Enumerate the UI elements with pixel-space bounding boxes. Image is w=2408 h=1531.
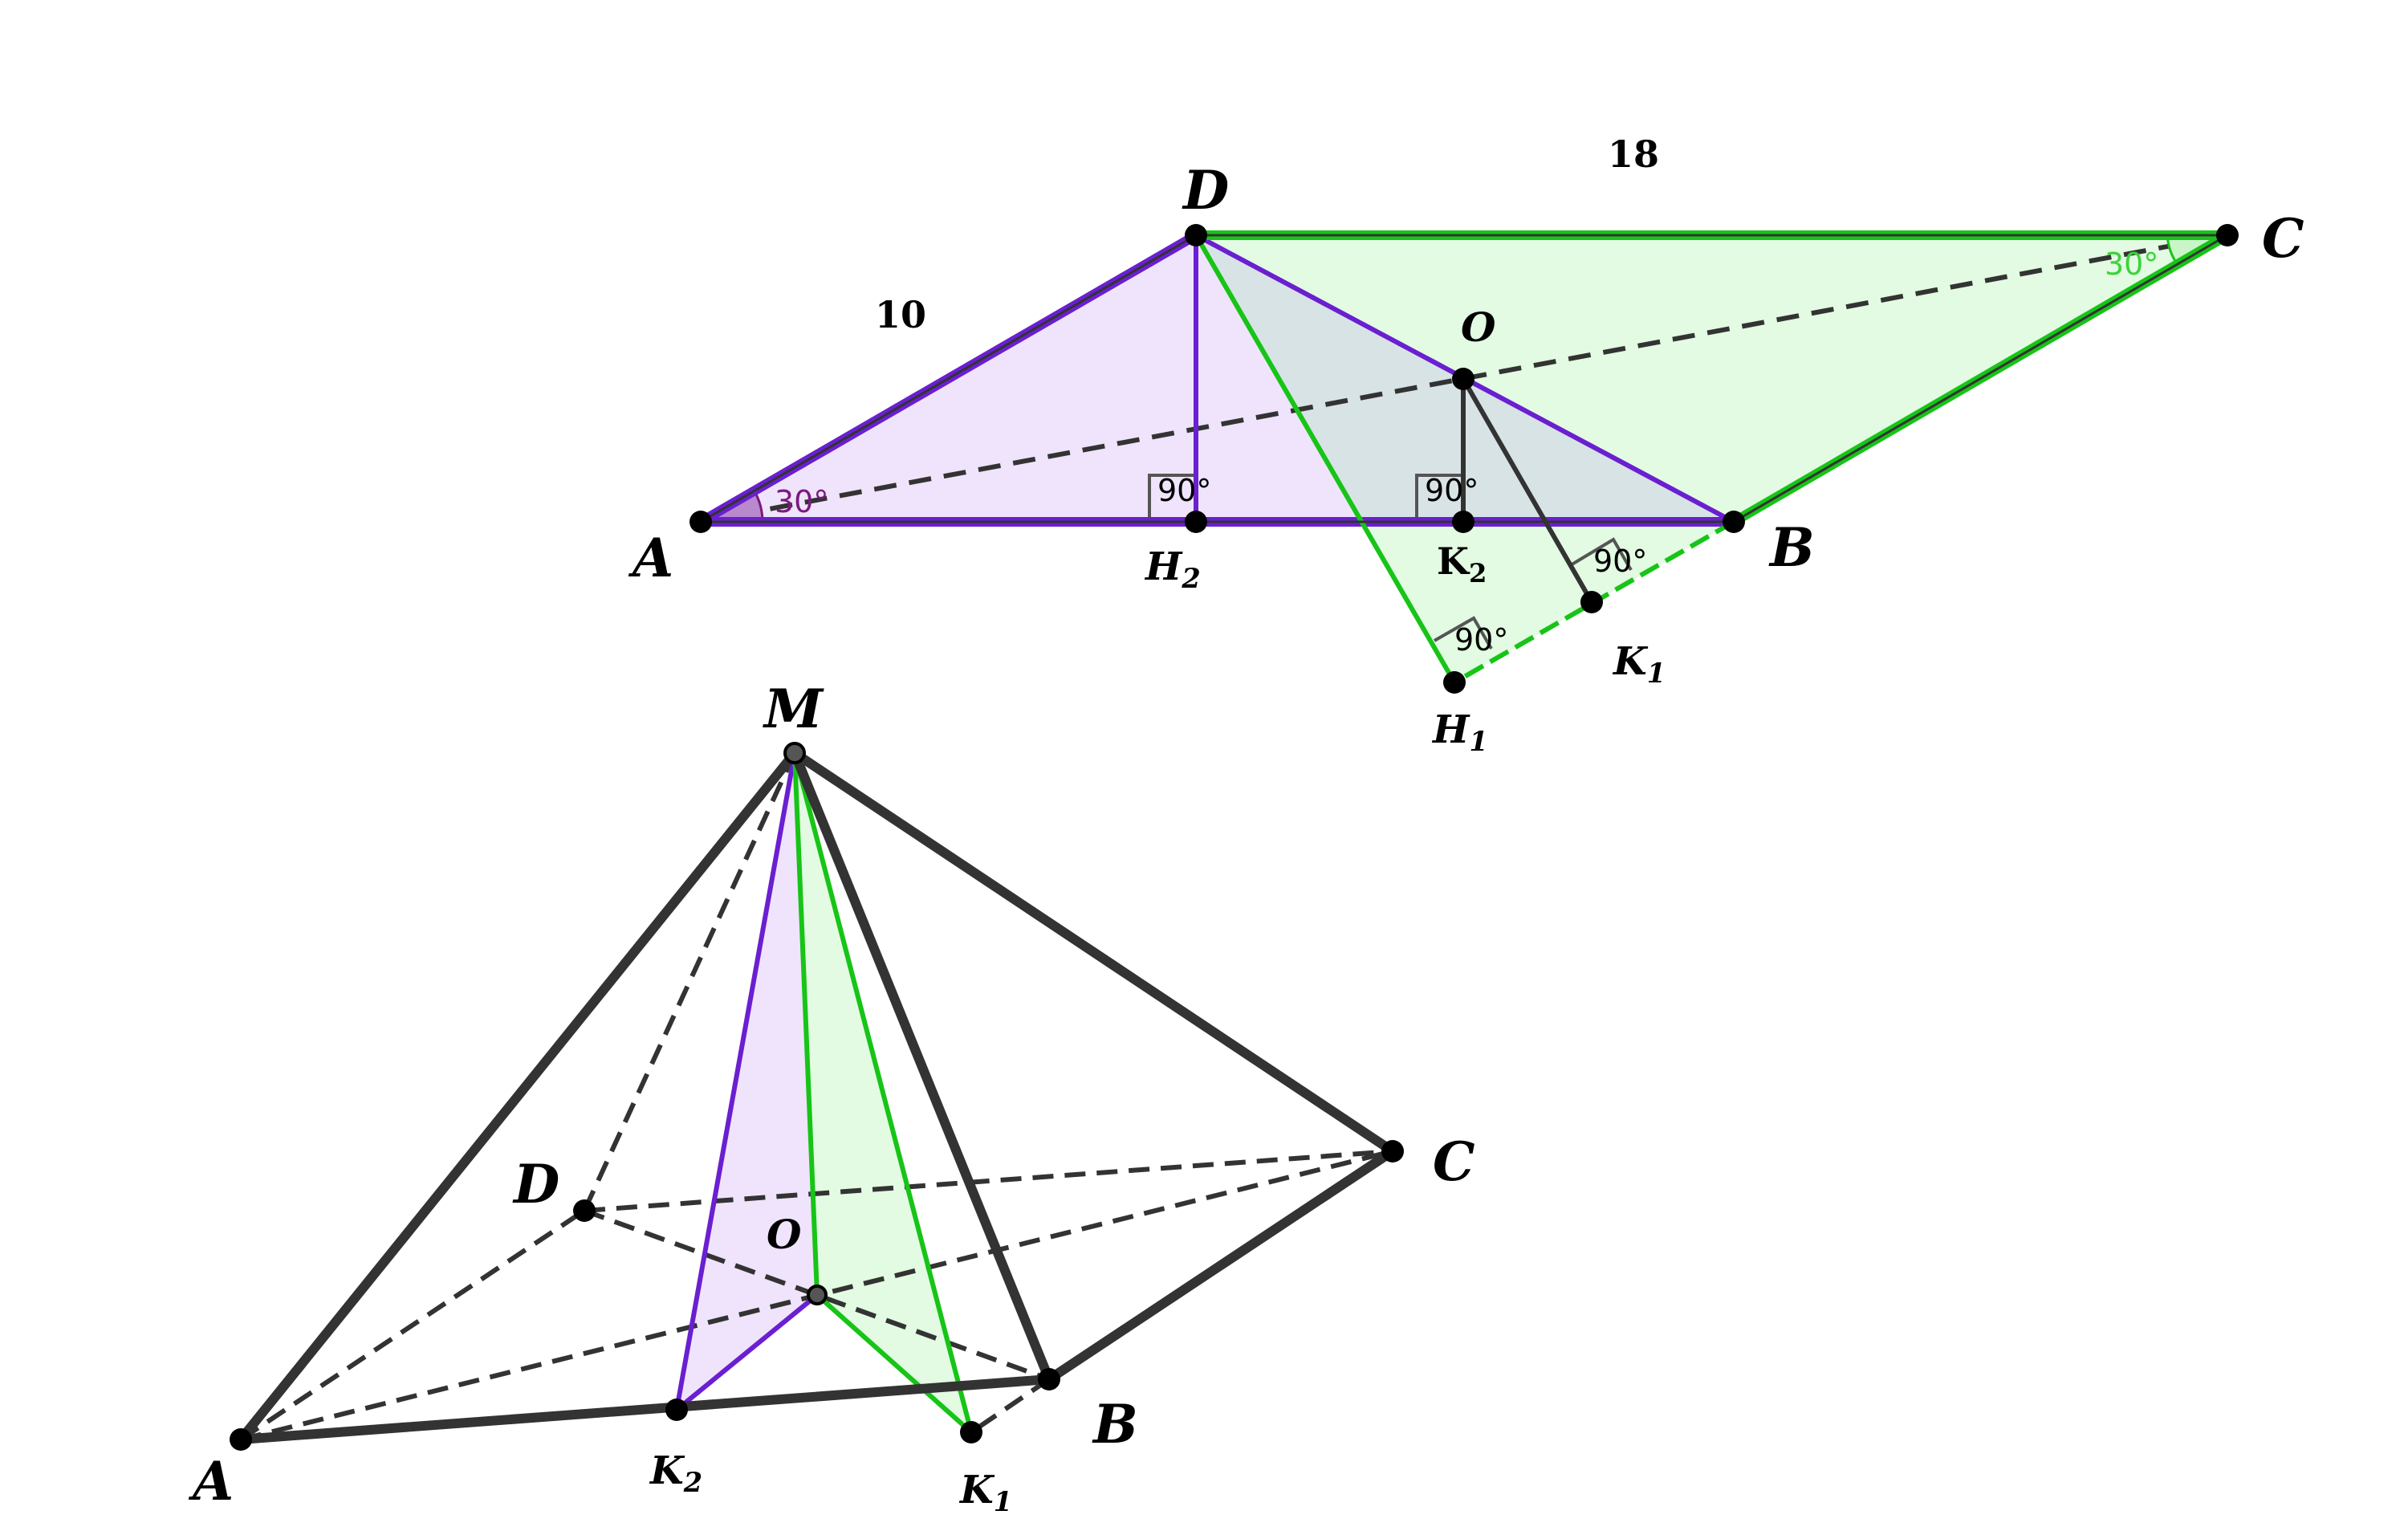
edge-MD [582,751,797,1212]
diagonal-DB-bottom [583,1208,1051,1382]
label-D-top: D [1182,159,1229,222]
right-angle-mark-H2 [1148,474,1196,522]
label-H1-top: H1 [1431,707,1488,757]
angle-label-C: 30° [2105,246,2158,282]
bottom-figure: M A B C D O K2 K1 [188,678,1475,1517]
edge-BC [1044,1146,1397,1384]
diagonal-AC [700,233,2228,524]
label-A-top: A [628,527,673,589]
side-AD-core [700,234,1197,523]
height-MO [792,752,820,1296]
visible-edges [236,748,1397,1444]
segment-OK2-bottom [675,1293,819,1412]
point-H1-top [1443,671,1466,694]
point-A-bottom [230,1428,252,1451]
point-C-bottom [1381,1140,1404,1163]
point-K1-bottom [960,1421,982,1443]
label-M-bottom: M [763,678,824,740]
label-K2-bottom: K2 [649,1448,702,1498]
label-B-bottom: B [1092,1393,1138,1456]
label-C-top: C [2262,207,2304,270]
label-O-top: O [1461,303,1496,351]
point-M-bottom [783,742,806,764]
face-MOK2-fill [677,753,817,1410]
point-K2-bottom [665,1399,688,1421]
angle-label-A: 30° [775,484,828,519]
right-angle-mark-K1 [1568,537,1633,572]
label-O-bottom: O [767,1211,802,1258]
label-A-bottom: A [188,1450,234,1513]
length-label-AD: 10 [875,293,926,336]
edge-MB [790,748,1054,1384]
point-O-top [1452,368,1474,390]
point-B-bottom [1038,1368,1060,1391]
label-K1-bottom: K1 [958,1468,1012,1517]
point-D-bottom [573,1199,596,1222]
label-D-bottom: D [512,1153,559,1215]
angle-label-K1: 90° [1593,544,1647,579]
point-B-top [1723,511,1745,533]
edge-MC [790,748,1397,1156]
slant-MK2 [674,752,797,1411]
label-H2-top: H2 [1144,544,1201,594]
edge-AD [239,1208,586,1442]
point-A-top [689,511,712,533]
label-C-bottom: C [1433,1130,1475,1193]
point-K2-top [1452,511,1474,533]
top-figure: 10 18 30° 30° 90° 90° 90° 90° A D C B O … [628,132,2304,757]
angle-label-H1: 90° [1454,622,1508,658]
label-K2-top: K2 [1437,540,1487,588]
point-H2-top [1185,511,1207,533]
point-O-bottom [807,1285,828,1305]
edge-AB [236,1374,1054,1444]
segment-OK1-bottom [816,1293,973,1435]
label-K1-top: K1 [1612,639,1666,689]
slant-MK1 [792,752,974,1433]
altitude-DH1 [1194,234,1457,684]
length-label-DC: 18 [1608,132,1659,176]
edge-DC [584,1149,1393,1213]
right-angle-mark-H1 [1434,616,1493,650]
triangle-DCB-fill [1196,235,2227,522]
point-K1-top [1580,591,1603,613]
edge-MA [236,748,799,1444]
angle-label-K2: 90° [1425,473,1479,508]
side-CB-core [1733,234,2228,523]
point-C-top [2216,224,2239,246]
right-angle-mark-K2 [1415,474,1463,522]
segment-OK1 [1461,377,1594,604]
angle-label-H2: 90° [1157,473,1211,508]
extension-BK1 [970,1377,1051,1435]
label-B-top: B [1768,516,1815,579]
point-D-top [1185,224,1207,246]
